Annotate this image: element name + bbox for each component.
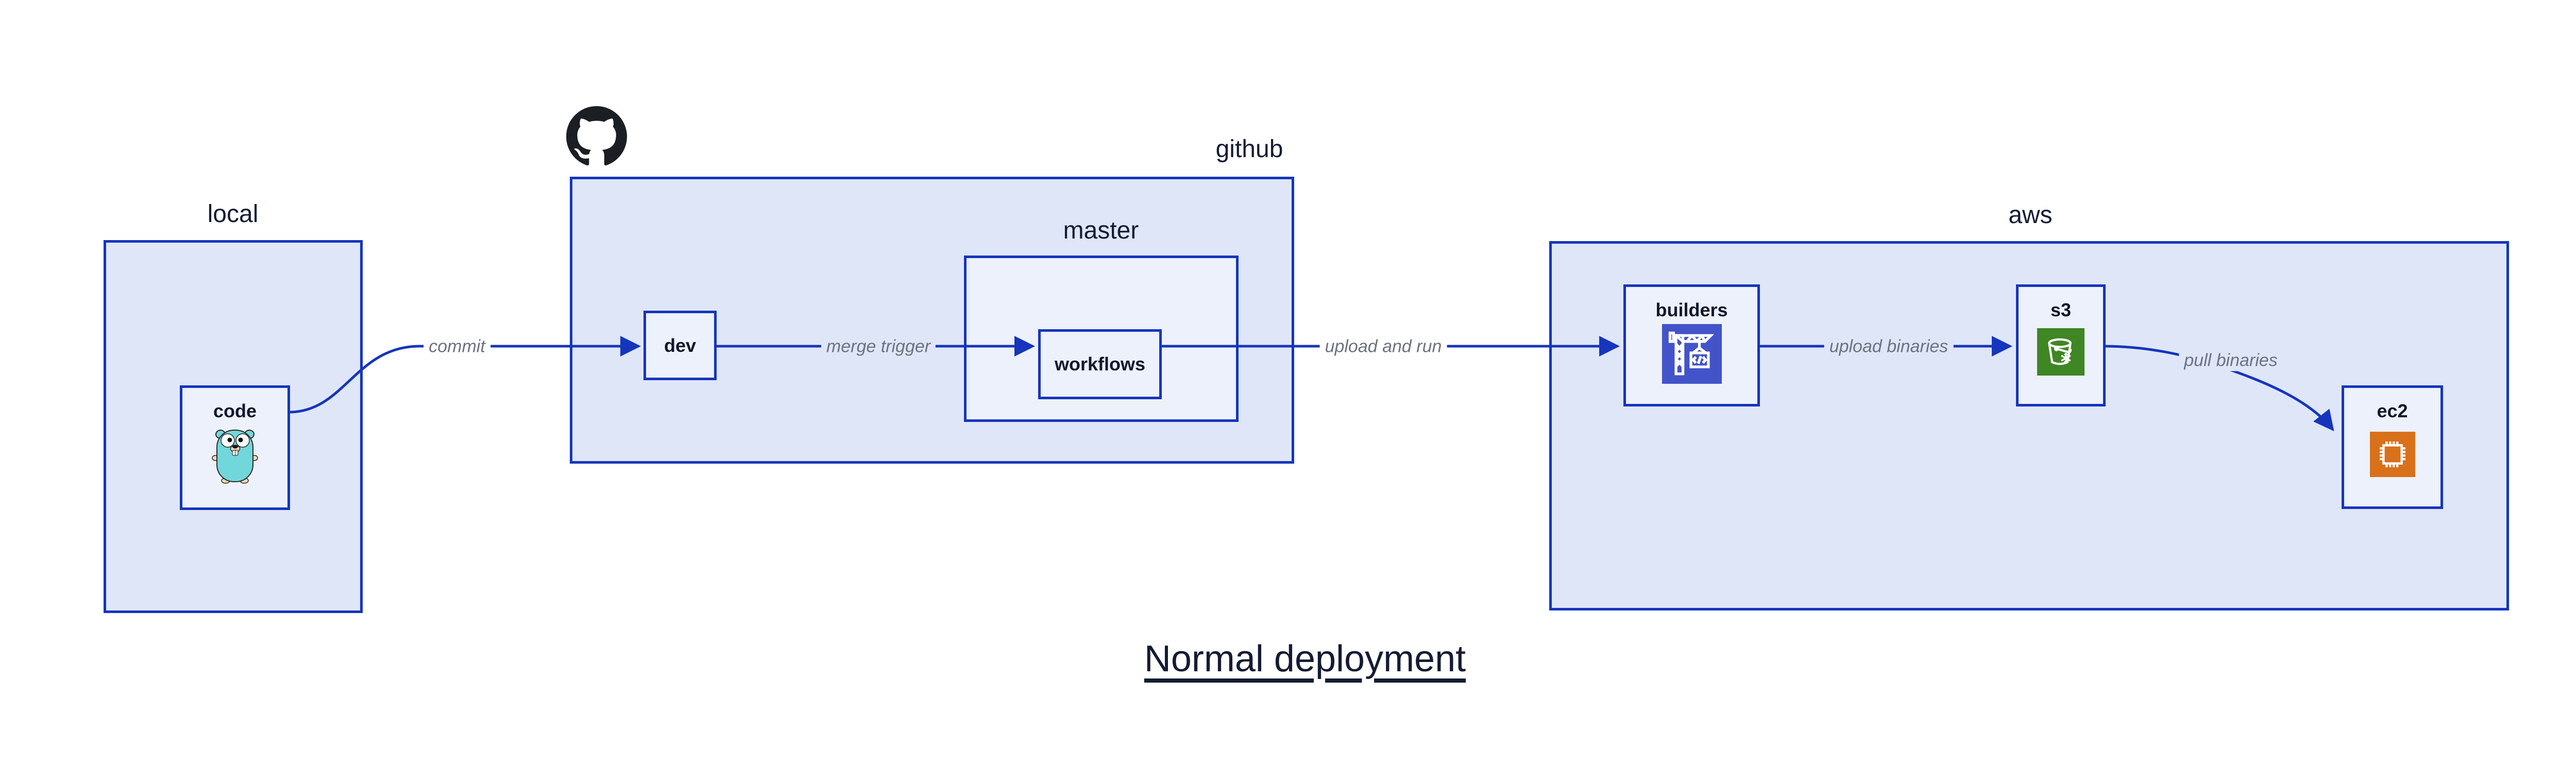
s3-glacier-bucket-icon (2037, 328, 2084, 376)
edge-upload-and-run-label: upload and run (1319, 336, 1447, 358)
edge-upload-binaries-label: upload binaries (1824, 336, 1954, 358)
node-dev: dev (643, 311, 717, 380)
node-dev-label: dev (664, 334, 697, 356)
ec2-chip-icon (2369, 432, 2415, 477)
codebuild-crane-icon (1662, 324, 1722, 384)
node-ec2: ec2 (2342, 385, 2443, 509)
container-local-label: local (207, 200, 259, 228)
node-ec2-label: ec2 (2377, 400, 2408, 421)
edge-merge-trigger-label: merge trigger (821, 336, 936, 358)
edge-commit-label: commit (423, 336, 490, 358)
node-workflows-label: workflows (1054, 353, 1146, 375)
container-aws-label: aws (2008, 201, 2053, 229)
go-gopher-icon (212, 430, 258, 484)
node-builders: builders (1623, 284, 1760, 406)
container-github-label: github (1215, 135, 1283, 163)
node-s3: s3 (2016, 284, 2106, 406)
node-builders-label: builders (1655, 299, 1728, 320)
node-code-label: code (213, 400, 257, 421)
container-master-label: master (1063, 217, 1139, 244)
node-code: code (180, 385, 290, 510)
github-octocat-icon (566, 106, 627, 166)
edge-pull-binaries-label: pull binaries (2179, 350, 2283, 371)
node-workflows: workflows (1038, 329, 1162, 399)
diagram-title: Normal deployment (1144, 638, 1466, 680)
node-s3-label: s3 (2050, 299, 2072, 320)
